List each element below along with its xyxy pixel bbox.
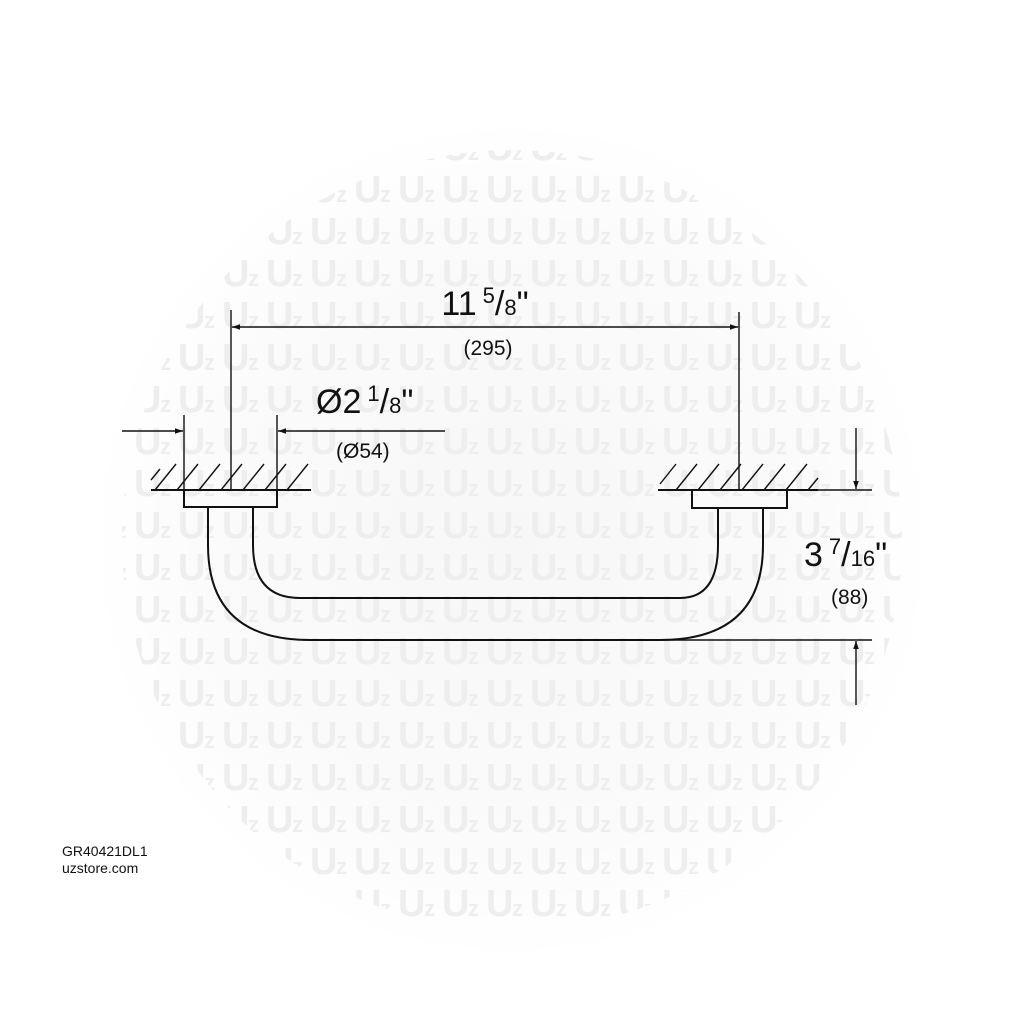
length-dimension xyxy=(230,310,740,490)
diameter-metric: (Ø54) xyxy=(336,440,390,463)
diameter-dimension xyxy=(122,415,445,490)
projection-dimension xyxy=(660,428,872,705)
length-metric: (295) xyxy=(463,337,512,360)
projection-metric: (88) xyxy=(831,586,868,609)
bar-outer-edge xyxy=(207,507,764,641)
store-url: uzstore.com xyxy=(62,860,139,876)
watermark-pattern xyxy=(122,150,902,930)
bar-inner-edge xyxy=(252,507,719,599)
product-code: GR40421DL1 xyxy=(62,843,148,859)
